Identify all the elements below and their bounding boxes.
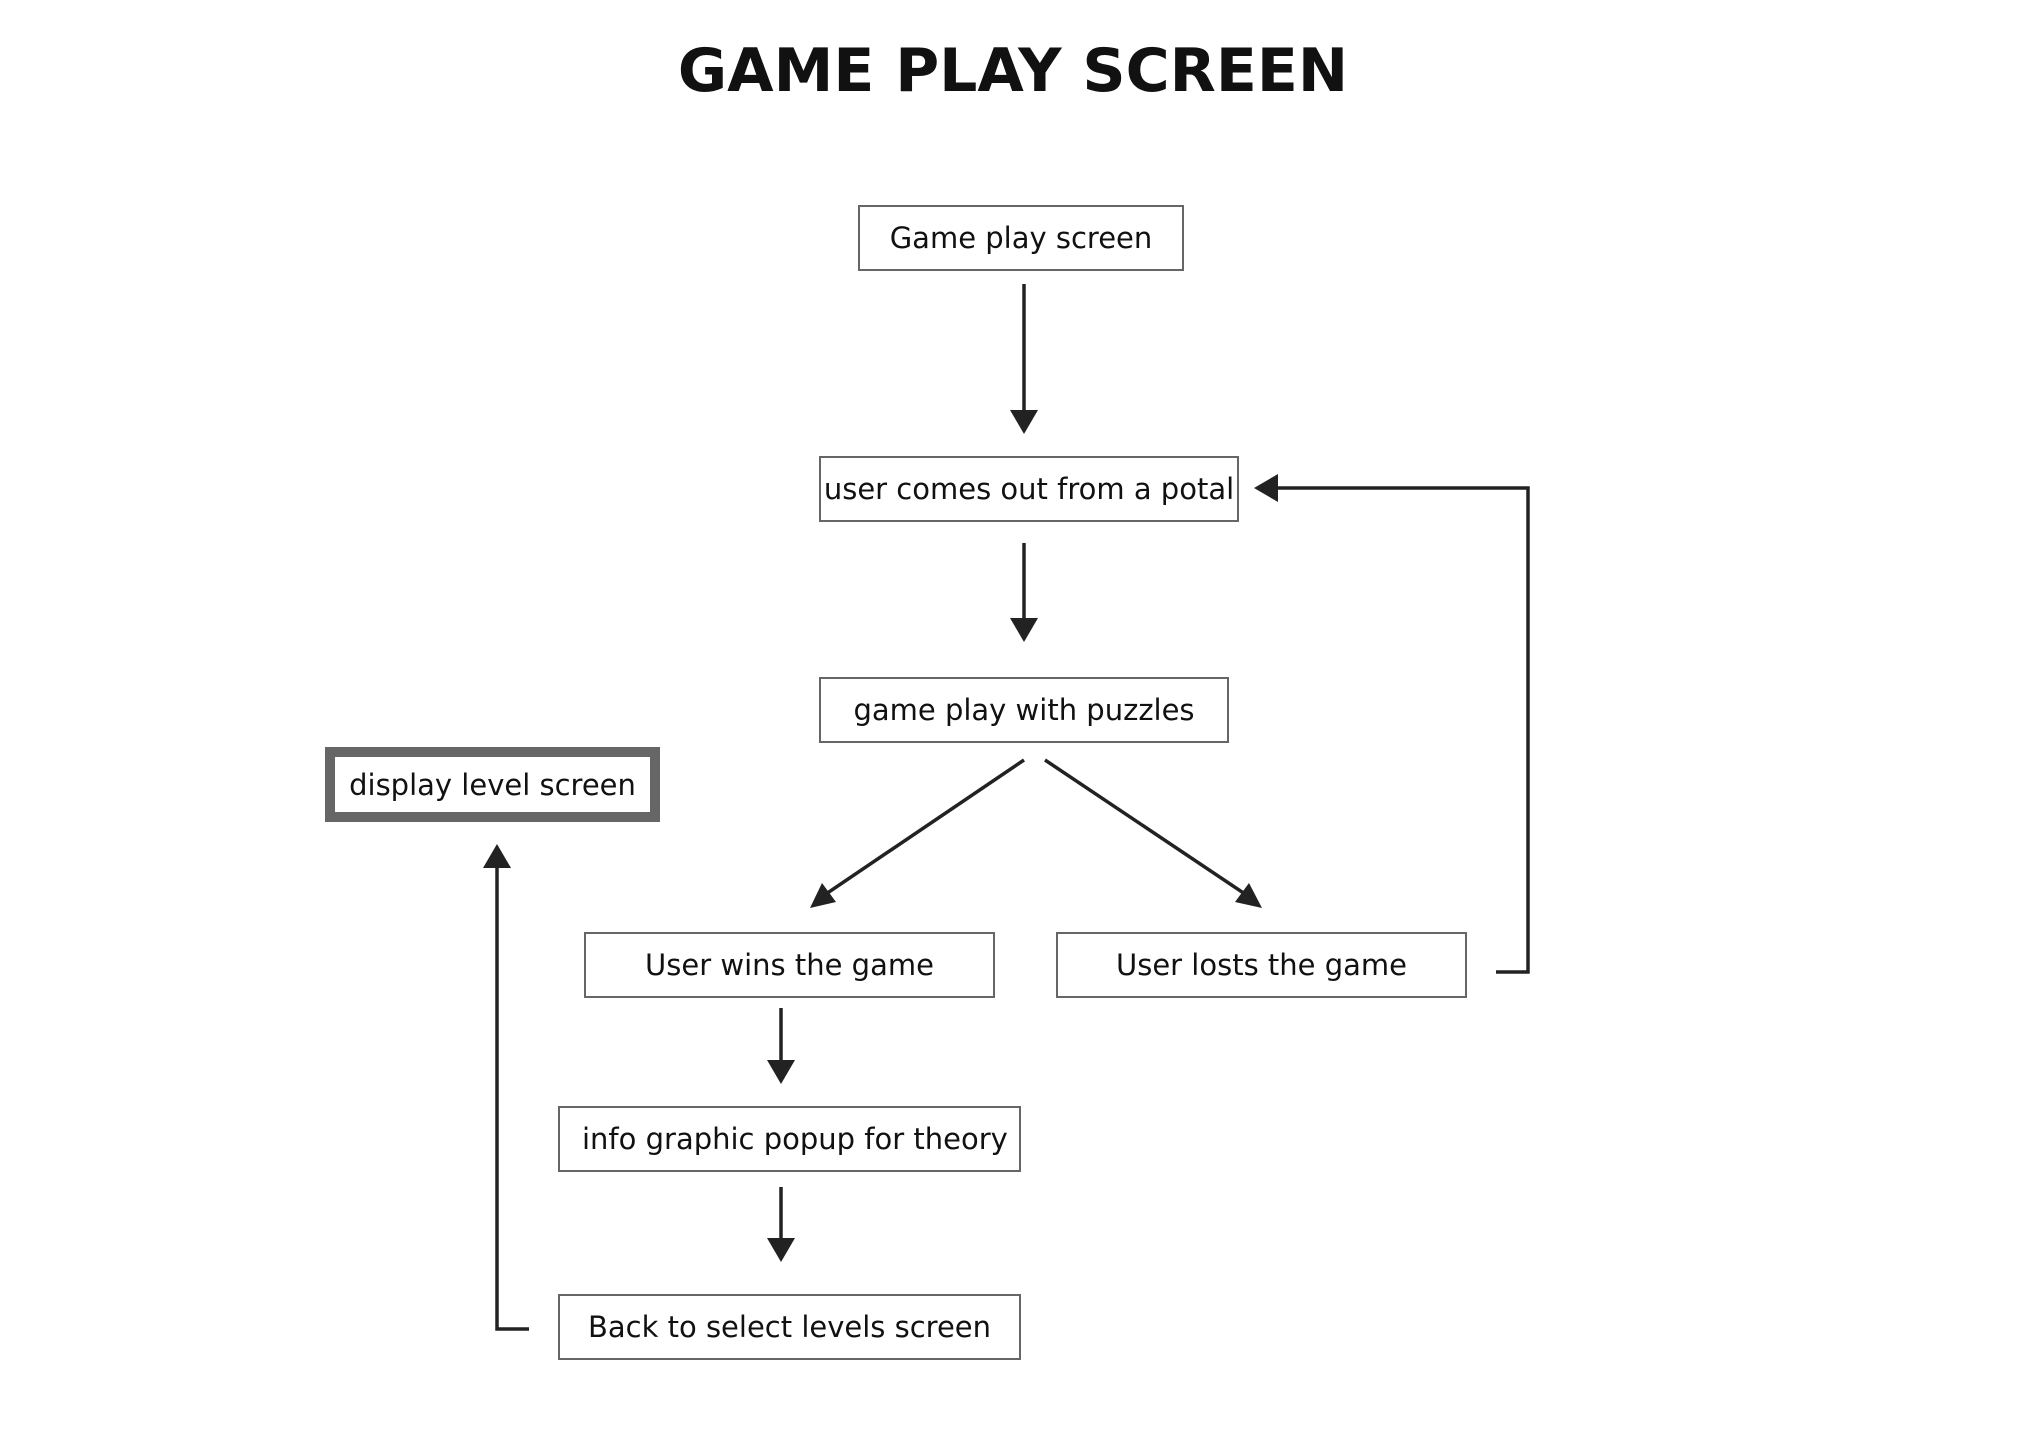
arrowhead-puzzles-to-wins bbox=[810, 883, 836, 908]
node-label: info graphic popup for theory bbox=[582, 1122, 1008, 1156]
node-label: User wins the game bbox=[645, 948, 934, 982]
node-game-play-puzzles: game play with puzzles bbox=[819, 677, 1229, 743]
arrow-puzzles-to-losts bbox=[1044, 758, 1249, 898]
node-label: User losts the game bbox=[1115, 948, 1407, 982]
arrowhead-back-to-display bbox=[483, 844, 511, 868]
arrow-back-to-display bbox=[495, 868, 529, 1331]
arrow-losts-to-portal bbox=[1278, 486, 1530, 974]
arrowhead-portal-to-puzzles bbox=[1010, 618, 1038, 642]
page-title: GAME PLAY SCREEN bbox=[677, 36, 1349, 106]
node-label: user comes out from a potal bbox=[823, 472, 1235, 506]
arrowhead-losts-to-portal bbox=[1254, 474, 1278, 502]
node-user-comes-out: user comes out from a potal bbox=[819, 456, 1239, 522]
node-label: display level screen bbox=[349, 767, 636, 802]
node-back-to-select: Back to select levels screen bbox=[558, 1294, 1021, 1360]
arrowhead-wins-to-info bbox=[767, 1060, 795, 1084]
arrowhead-puzzles-to-losts bbox=[1235, 883, 1262, 908]
node-user-wins: User wins the game bbox=[584, 932, 995, 998]
arrowhead-info-to-back bbox=[767, 1238, 795, 1262]
node-game-play-screen: Game play screen bbox=[858, 205, 1184, 271]
arrowhead-start-to-portal bbox=[1010, 410, 1038, 434]
node-label: Back to select levels screen bbox=[587, 1310, 992, 1344]
node-label: Game play screen bbox=[889, 221, 1153, 255]
node-user-losts: User losts the game bbox=[1056, 932, 1467, 998]
node-display-level-screen: display level screen bbox=[325, 747, 660, 822]
node-info-graphic: info graphic popup for theory bbox=[558, 1106, 1021, 1172]
arrow-puzzles-to-wins bbox=[822, 758, 1025, 898]
node-label: game play with puzzles bbox=[853, 693, 1195, 727]
